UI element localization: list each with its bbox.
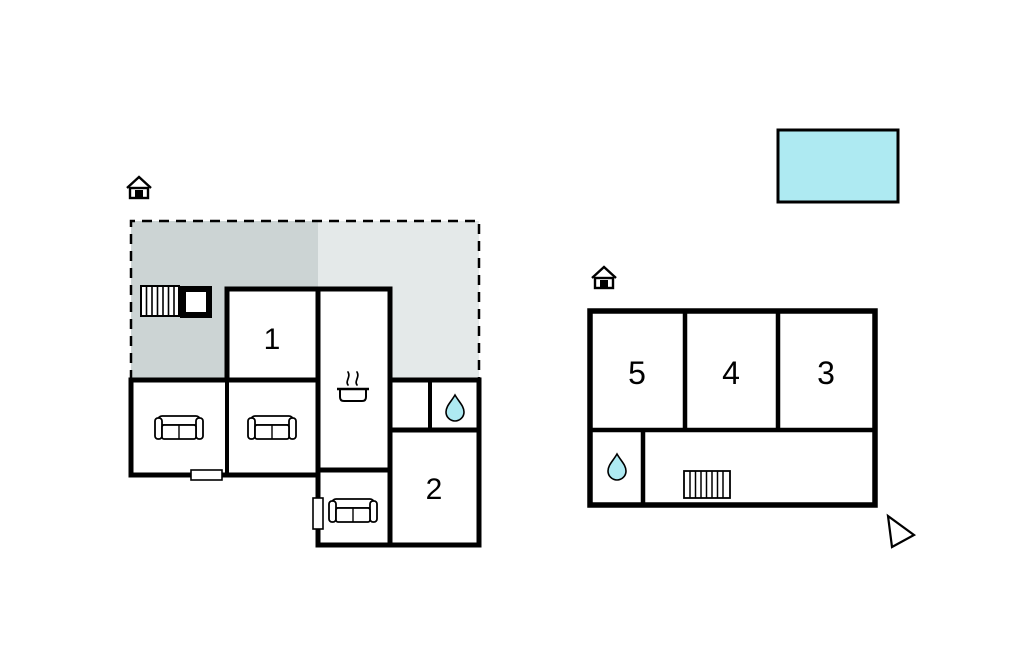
sofa-icon bbox=[154, 415, 204, 440]
stairs-icon bbox=[683, 470, 731, 499]
entrance-icon bbox=[125, 175, 153, 200]
north-arrow-icon bbox=[886, 513, 917, 549]
right-building-outline bbox=[587, 308, 878, 508]
sofa-icon bbox=[247, 415, 297, 440]
left-building: 1 2 bbox=[125, 175, 482, 548]
entrance-icon bbox=[590, 265, 618, 290]
room-3-label: 3 bbox=[817, 355, 835, 391]
room-4-label: 4 bbox=[722, 355, 740, 391]
room-2-outline bbox=[387, 427, 482, 548]
door-opening bbox=[190, 469, 223, 481]
bathroom-left bbox=[387, 377, 482, 433]
kitchen-room bbox=[315, 286, 393, 473]
right-building: 5 4 3 bbox=[587, 265, 878, 508]
door-opening bbox=[312, 497, 324, 530]
room-1-outline bbox=[224, 286, 321, 383]
sofa-icon bbox=[328, 498, 378, 523]
room-2-label: 2 bbox=[426, 473, 443, 506]
pool bbox=[776, 128, 900, 204]
terrace-dashed-outline bbox=[129, 219, 481, 380]
room-5-label: 5 bbox=[628, 355, 646, 391]
stairs-icon bbox=[140, 285, 180, 317]
stair-landing bbox=[180, 286, 212, 318]
room-1-label: 1 bbox=[264, 323, 281, 356]
